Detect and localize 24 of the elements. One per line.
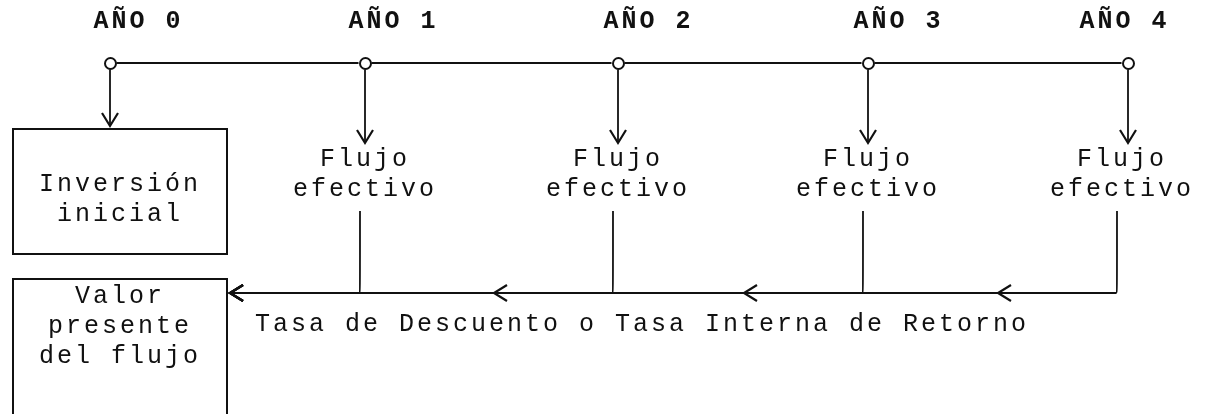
process-box [12,128,228,255]
connector-line [355,68,375,145]
connector-line [228,210,1118,302]
rate-label: Tasa de Descuento o Tasa Interna de Retorno [255,310,1030,340]
cash-flow-label: Flujo efectivo [528,145,708,205]
process-box [12,278,228,414]
box-text: Valor presente del flujo [38,282,202,372]
cash-flow-label: Flujo efectivo [778,145,958,205]
connector-line [858,68,878,145]
connector-line [623,62,863,64]
year-label: AÑO 0 [93,6,184,37]
connector-line [115,62,360,64]
cash-flow-label: Flujo efectivo [275,145,455,205]
connector-line [370,62,613,64]
box-text: Inversión inicial [38,170,202,230]
year-label: AÑO 4 [1079,6,1170,37]
connector-line [100,68,120,128]
year-label: AÑO 2 [603,6,694,37]
year-label: AÑO 1 [348,6,439,37]
cash-flow-label: Flujo efectivo [1034,145,1210,205]
connector-line [1118,68,1138,145]
year-label: AÑO 3 [853,6,944,37]
connector-line [873,62,1123,64]
connector-line [608,68,628,145]
